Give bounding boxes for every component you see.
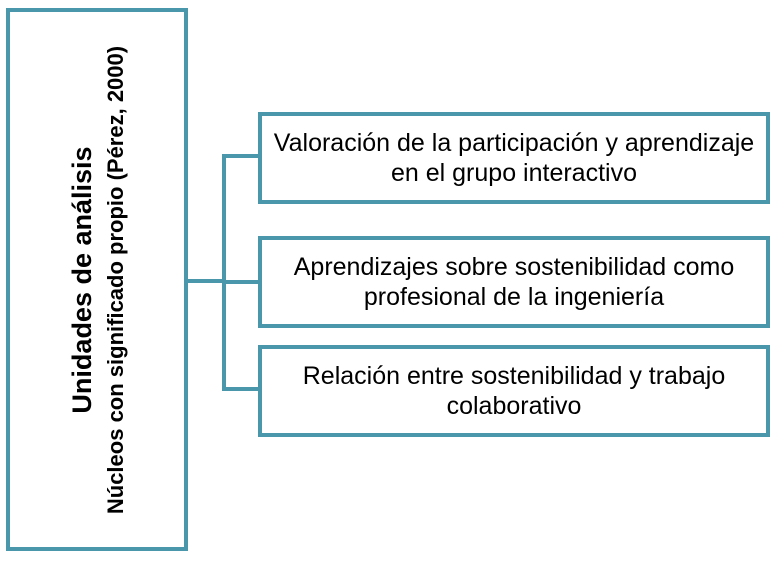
root-subtitle: Núcleos con significado propio (Pérez, 2… (103, 45, 128, 514)
connector-branch-3 (222, 387, 260, 391)
root-title: Unidades de análisis (67, 145, 97, 414)
child-node-1-label: Valoración de la participación y aprendi… (273, 129, 755, 187)
child-node-2: Aprendizajes sobre sostenibilidad como p… (258, 236, 770, 328)
connector-branch-2 (222, 280, 260, 284)
child-node-3: Relación entre sostenibilidad y trabajo … (258, 345, 770, 437)
root-node-text: Unidades de análisis Núcleos con signifi… (66, 10, 128, 550)
child-node-2-label: Aprendizajes sobre sostenibilidad como p… (293, 253, 735, 311)
child-node-3-label: Relación entre sostenibilidad y trabajo … (302, 362, 726, 420)
connector-root-to-bracket (188, 279, 224, 283)
child-node-1: Valoración de la participación y aprendi… (258, 112, 770, 204)
connector-bracket-vertical (222, 154, 226, 391)
connector-branch-1 (222, 154, 260, 158)
root-node: Unidades de análisis Núcleos con signifi… (6, 8, 188, 551)
